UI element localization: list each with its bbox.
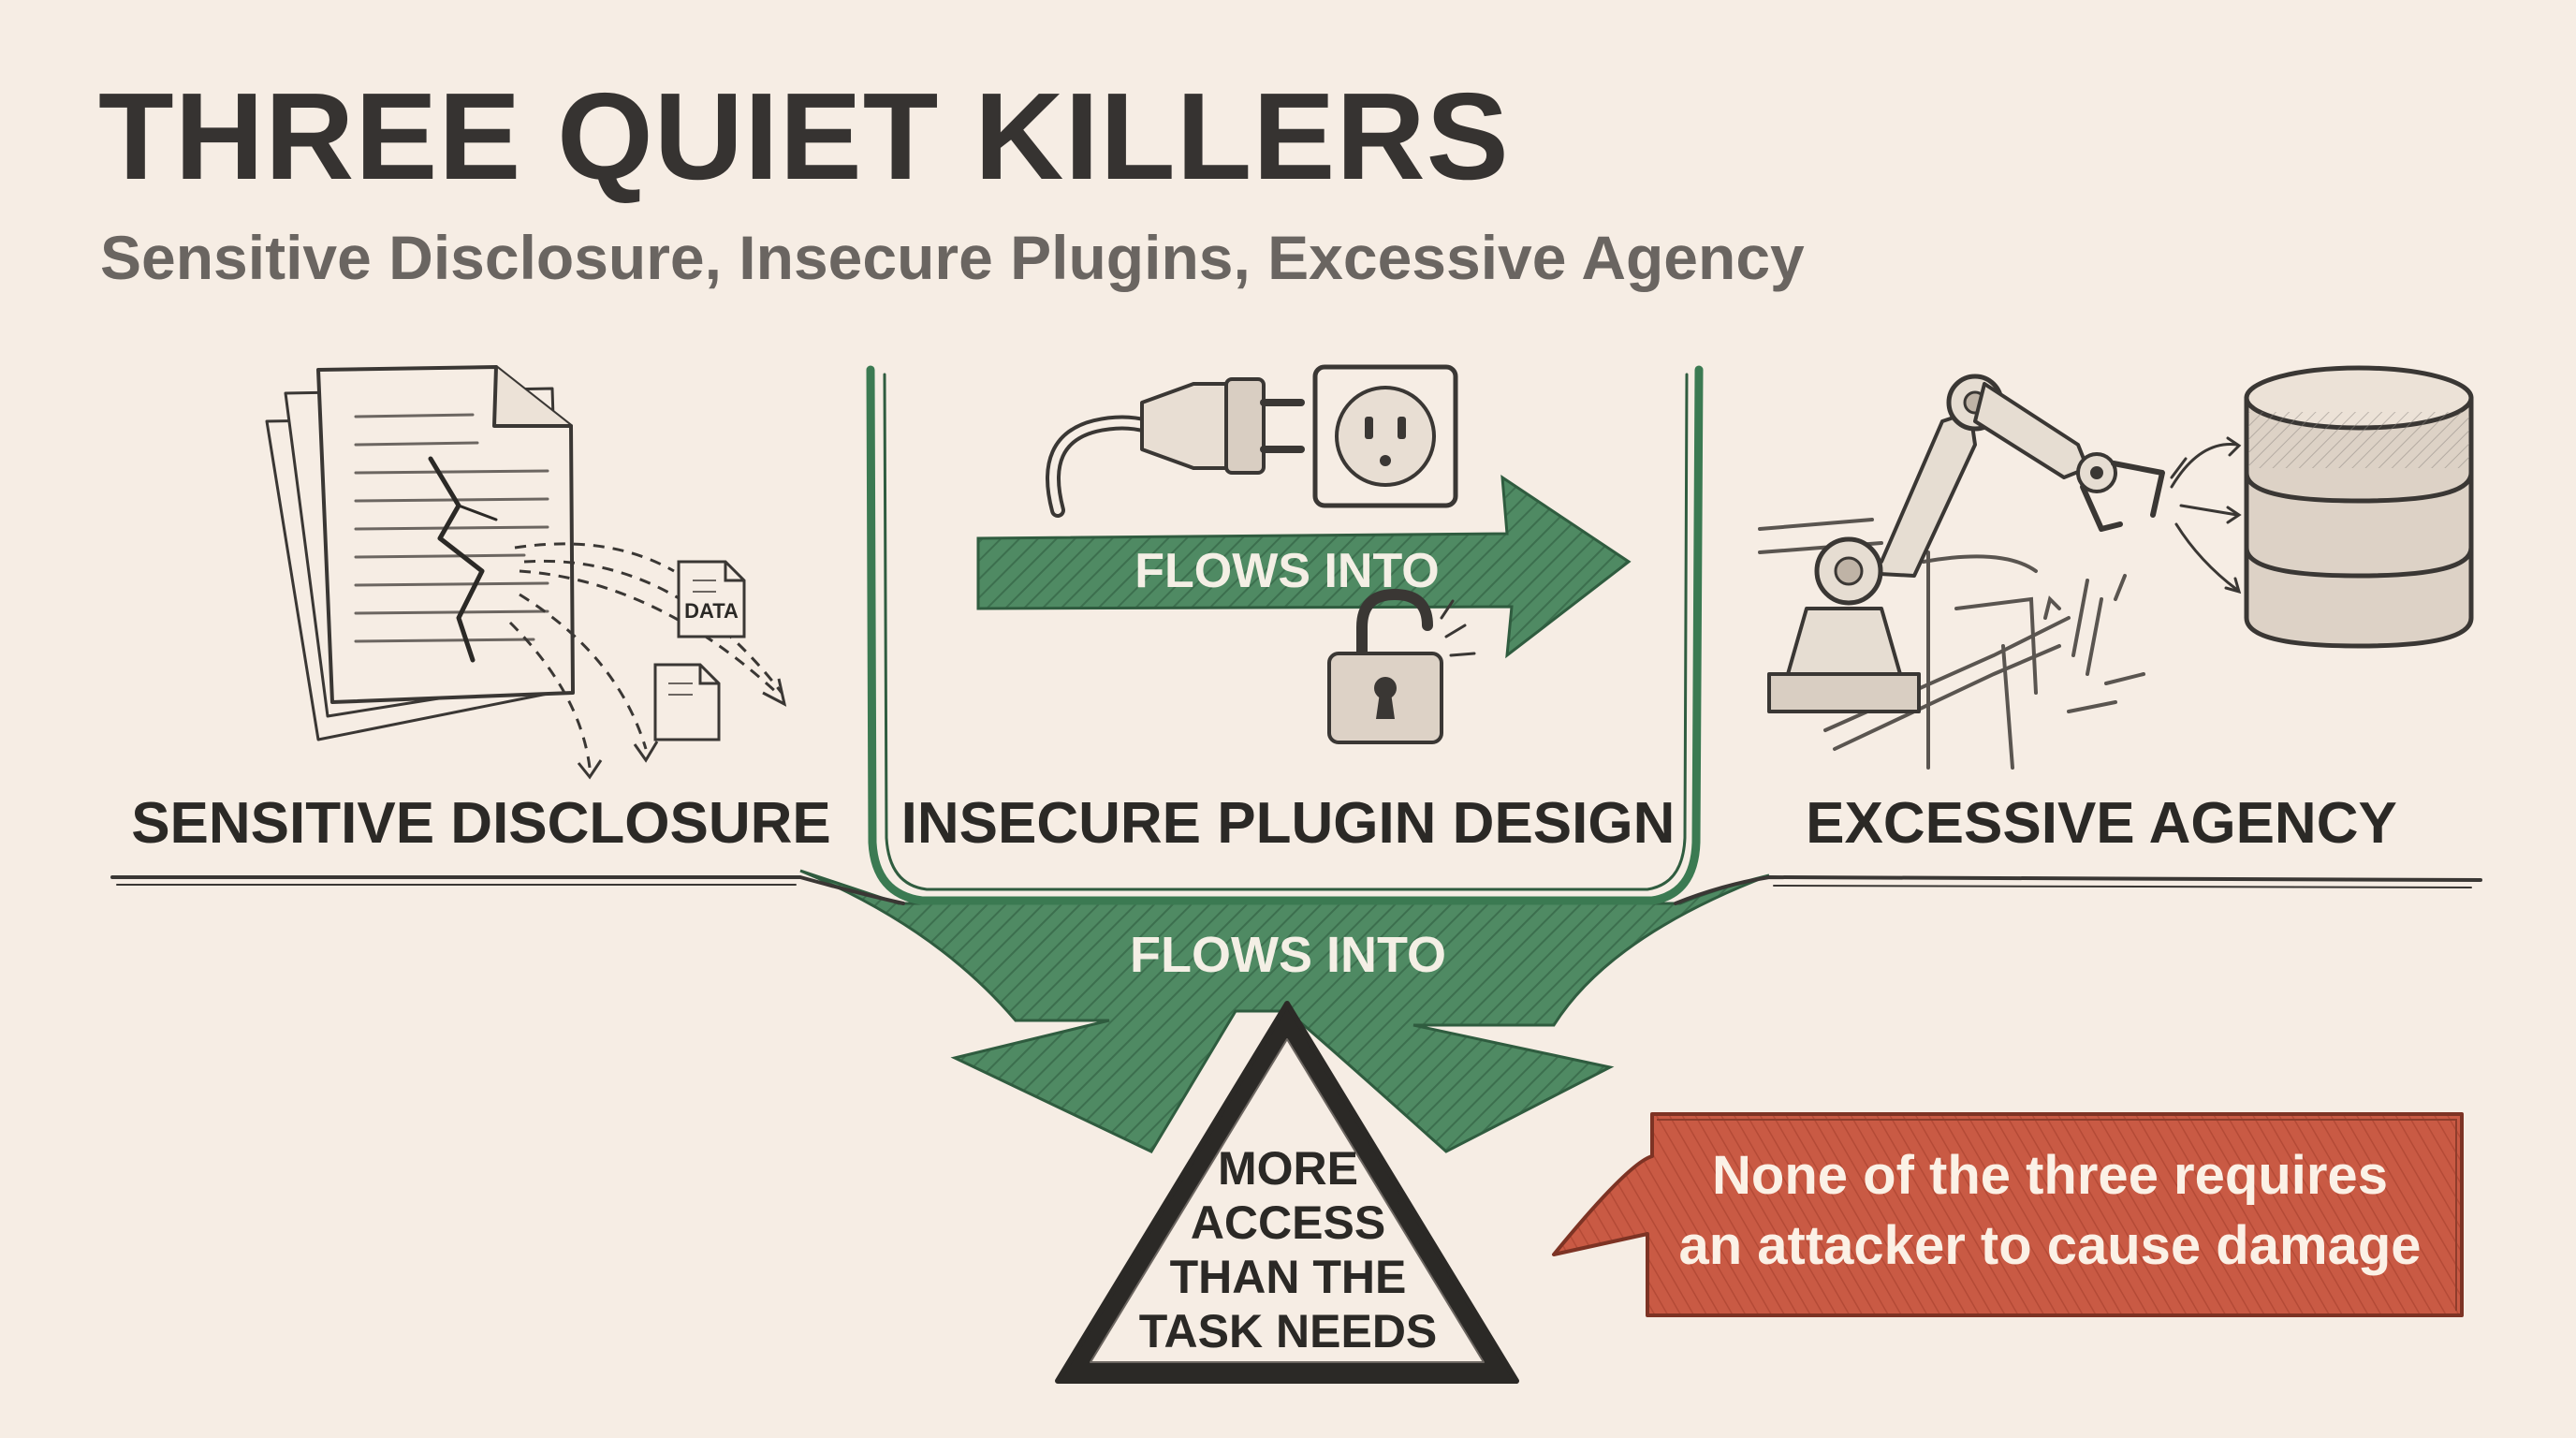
warning-line: MORE [1218, 1142, 1358, 1195]
data-leak-arrows [508, 542, 783, 769]
data-file-label: DATA [684, 599, 739, 623]
flows-into-arrow: FLOWS INTO [976, 475, 1632, 659]
callout-line: an attacker to cause damage [1678, 1215, 2421, 1276]
robot-arm-icon [1767, 374, 2165, 713]
warning-triangle [1055, 1001, 1519, 1384]
callout-banner [1552, 1112, 2464, 1317]
baseline [110, 874, 2482, 905]
data-file-badge: DATA [677, 560, 746, 638]
callout-line: None of the three requires [1712, 1145, 2388, 1206]
warning-line: TASK NEEDS [1139, 1305, 1438, 1357]
panel-label-sensitive-disclosure: SENSITIVE DISCLOSURE [131, 791, 831, 856]
warning-text: MORE ACCESS THAN THE TASK NEEDS [1139, 1142, 1438, 1357]
warning-line: THAN THE [1170, 1251, 1407, 1303]
callout-text: None of the three requires an attacker t… [1678, 1145, 2421, 1276]
motion-arrows [2170, 436, 2242, 594]
database-icon [2244, 365, 2474, 649]
panel-label-excessive-agency: EXCESSIVE AGENCY [1806, 791, 2397, 856]
leak-arrowheads [577, 678, 787, 780]
cracked-document-icon [265, 365, 575, 741]
panel-label-insecure-plugin-design: INSECURE PLUGIN DESIGN [901, 791, 1676, 856]
data-file-badge [653, 663, 721, 741]
page-subtitle: Sensitive Disclosure, Insecure Plugins, … [100, 223, 1805, 292]
plug-and-socket-icon [1046, 364, 1458, 518]
page-title: THREE QUIET KILLERS [98, 67, 1510, 205]
middle-panel-frame [866, 365, 1704, 905]
funnel-label: FLOWS INTO [1130, 927, 1446, 983]
warning-line: ACCESS [1191, 1196, 1385, 1249]
unlocked-padlock-icon [1327, 589, 1476, 744]
